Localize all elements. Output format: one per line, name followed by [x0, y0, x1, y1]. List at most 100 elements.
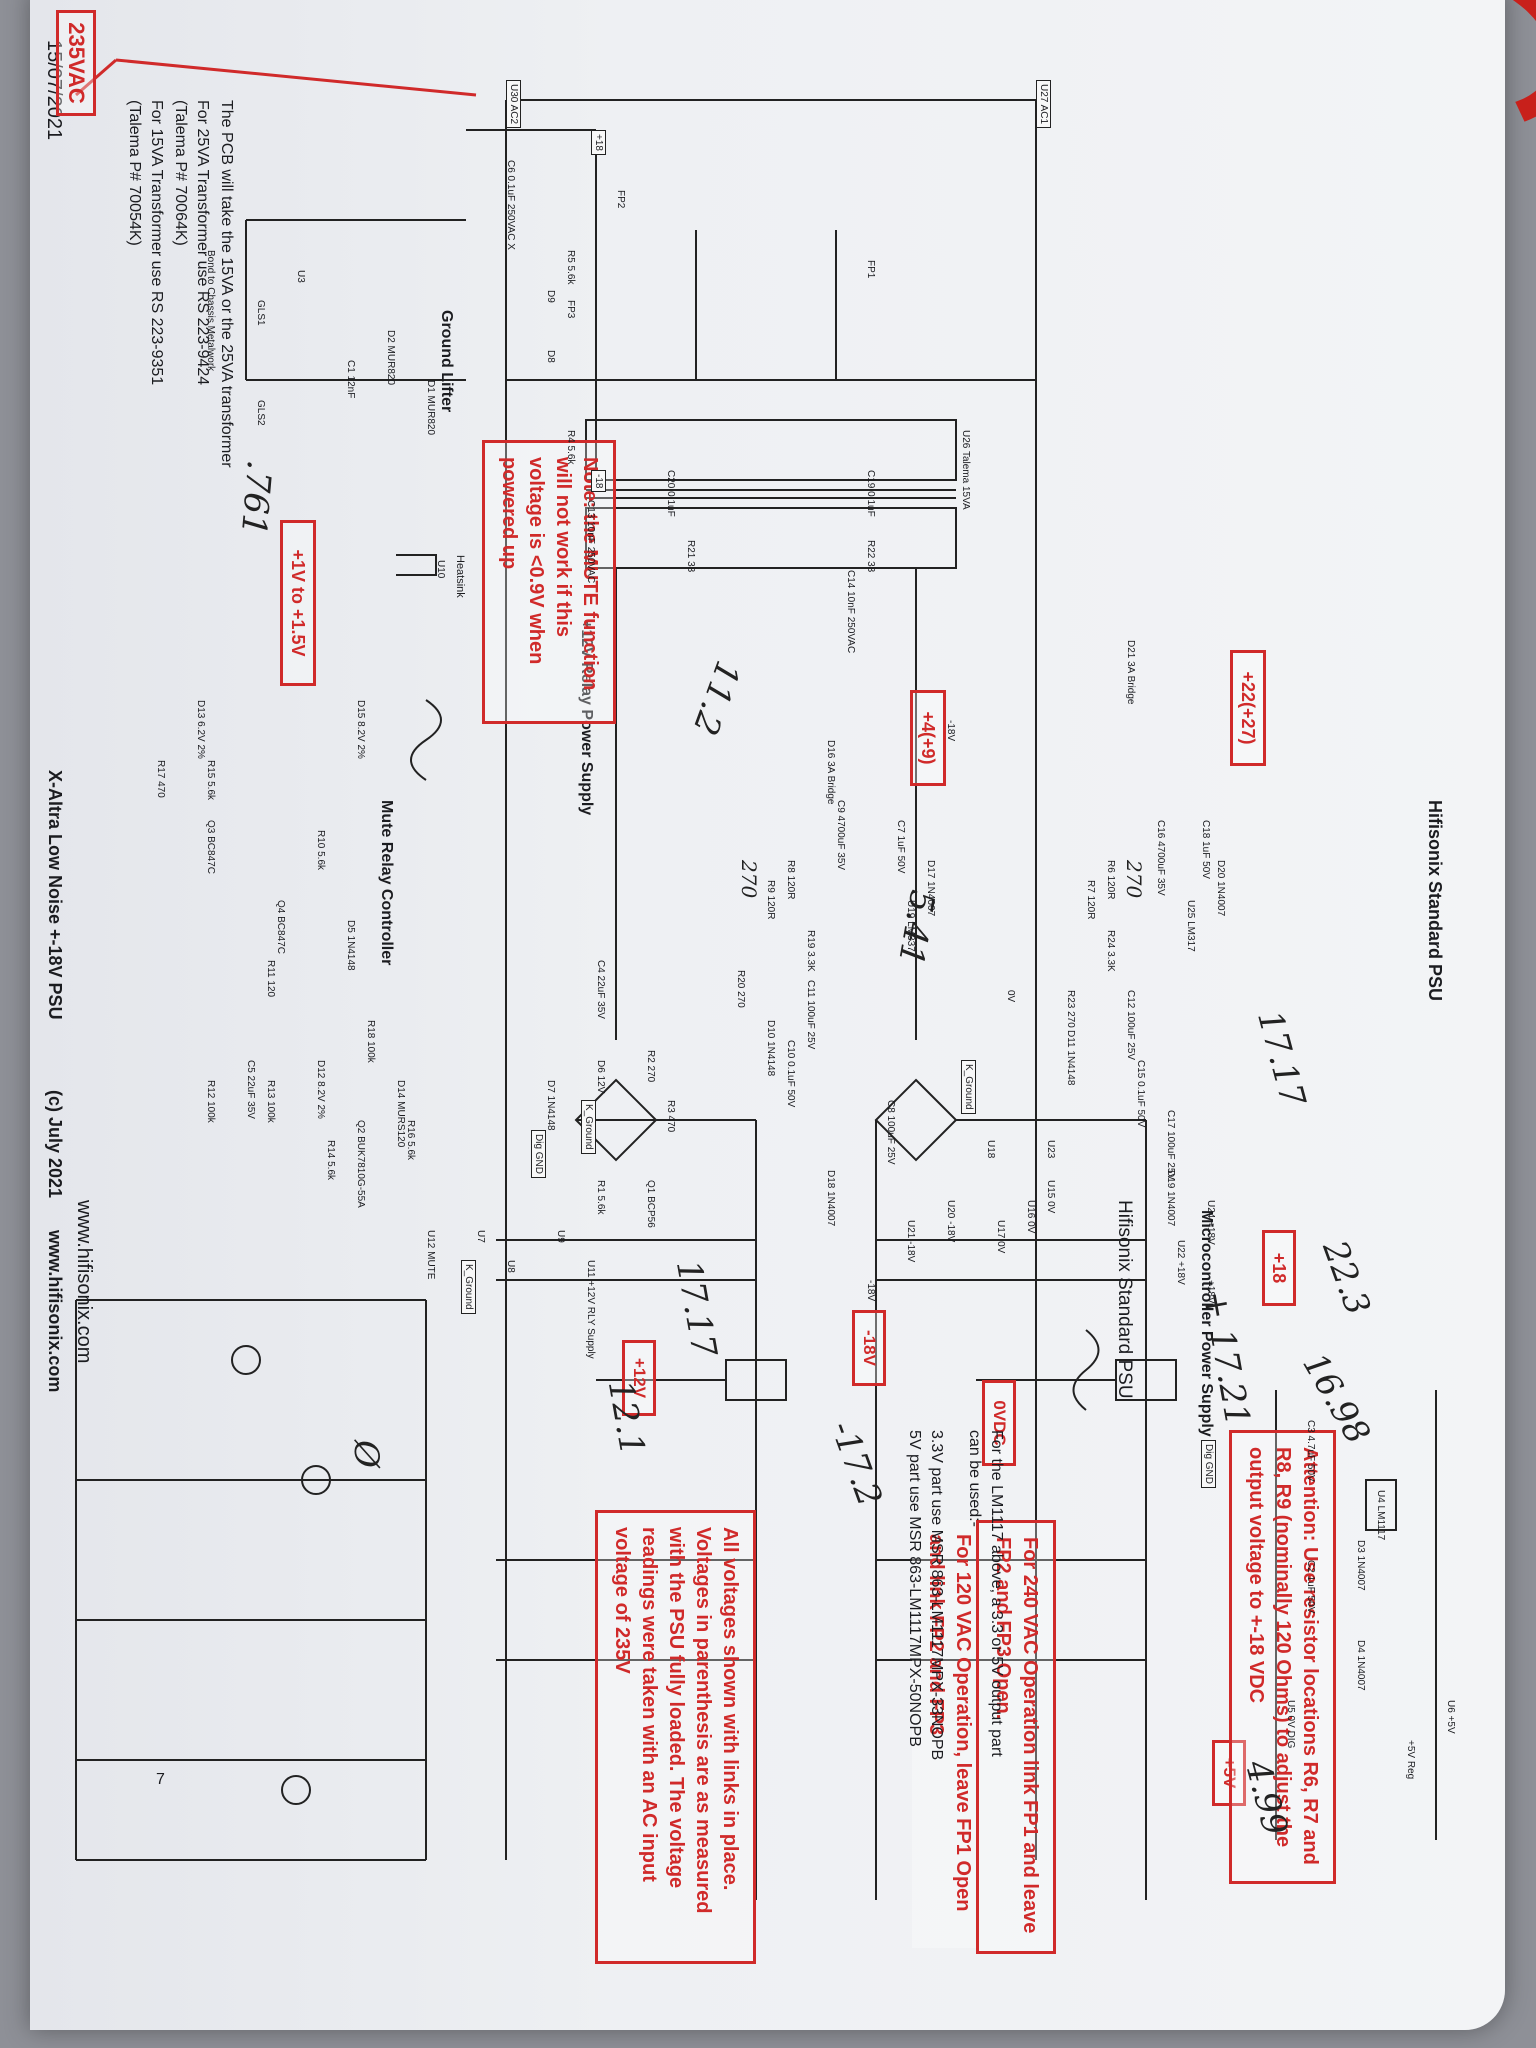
intro-note: For 15VA Transformer use RS 223-9351 [148, 100, 165, 386]
component-label: C6 0.1uF 250VAC X [505, 160, 516, 250]
component-label: C7 1uF 50V [895, 820, 906, 874]
page-number: 7 [156, 1771, 165, 1788]
output-negative-label: -18V [852, 1310, 886, 1386]
component-label: U20 -18V [945, 1200, 956, 1243]
component-label: -18V [865, 1280, 876, 1302]
component-label: R12 100k [205, 1080, 216, 1123]
bridge-rectifier-top [874, 1078, 958, 1162]
component-label: D20 1N4007 [1215, 860, 1226, 917]
transformer-primary [585, 419, 957, 481]
component-label: C11 100uF 25V [805, 980, 816, 1050]
component-label: Q1 BCP56 [645, 1180, 656, 1228]
dig-gnd-label: Dig GND [1201, 1440, 1216, 1489]
component-label: U18 [985, 1140, 996, 1159]
handwritten-reading: .761 [232, 458, 280, 538]
component-label: U7 [475, 1230, 486, 1243]
component-label: D5 1N4148 [345, 920, 356, 971]
component-label: Q3 BC847C [205, 820, 216, 874]
component-label: R22 33 [865, 540, 876, 573]
rail-plus18: +18 [591, 130, 606, 155]
voltages-callout: All voltages shown with links in place. … [595, 1510, 756, 1964]
handwritten-reading: Ø [346, 1440, 386, 1468]
regulator-lm1117 [1365, 1479, 1397, 1531]
footer-product: X-Altra Low Noise +-18V PSU [45, 770, 65, 1020]
component-label: D11 1N4148 [1065, 1030, 1076, 1086]
component-label: U9 [555, 1230, 566, 1243]
mosfet-q2 [281, 1775, 311, 1805]
intro-note: (Talema P# 70054K) [126, 100, 143, 246]
component-label: C9 4700uF 35V [835, 800, 846, 871]
transistor-q3 [231, 1345, 261, 1375]
component-label: C18 1uF 50V [1200, 820, 1211, 879]
component-label: D10 1N4148 [765, 1020, 776, 1077]
component-label: D12 8.2V 2% [315, 1060, 326, 1119]
center-url: www.hifisonix.com [73, 1200, 95, 1364]
component-label: D4 1N4007 [1355, 1640, 1366, 1691]
output-positive-label: +18 [1262, 1230, 1296, 1306]
component-label: D21 3A Bridge [1125, 640, 1136, 705]
component-label: D7 1N4148 [545, 1080, 556, 1131]
component-label: U11 +12V RLY Supply [585, 1260, 596, 1359]
bond-chassis-label: Bond to Chassis Metalwork [205, 250, 216, 372]
component-label: R9 120R [765, 880, 776, 920]
pre-reg-mid-label: +4(+9) [910, 690, 946, 786]
component-label: D2 MUR820 [385, 330, 396, 386]
lm1117-note: can be used:- [966, 1430, 983, 1527]
component-label: R2 270 [645, 1050, 656, 1083]
component-label: D8 [545, 350, 556, 363]
connector-u27: U27 AC1 [1036, 80, 1051, 129]
sheet-title: Hifisonix Standard PSU [1114, 1200, 1135, 1399]
dig-gnd-label: Dig GND [531, 1130, 546, 1179]
component-label: R23 270 [1065, 990, 1076, 1028]
component-label: D14 MURS120 [395, 1080, 406, 1148]
k-ground-label: K_Ground [961, 1060, 976, 1114]
component-label: R21 33 [685, 540, 696, 573]
component-label: R5 5.6k [565, 250, 576, 285]
k-ground-label: K_Ground [461, 1260, 476, 1314]
scribble [1072, 1329, 1100, 1411]
intro-note: The PCB will take the 15VA or the 25VA t… [218, 100, 235, 468]
footer-url: www.hifisonix.com [45, 1230, 65, 1393]
heatsink-label: Heatsink [454, 555, 466, 598]
component-label: C16 4700uF 35V [1155, 820, 1166, 896]
component-label: D15 8.2V 2% [355, 700, 366, 759]
mute-range-label: +1V to +1.5V [280, 520, 316, 686]
component-label: D13 6.2V 2% [195, 700, 206, 759]
component-label: 0V [1005, 990, 1016, 1003]
component-label: U16 0V [1025, 1200, 1036, 1234]
component-label: U8 [505, 1260, 516, 1273]
red-arrow [75, 58, 117, 97]
component-label: U24 +18V [1205, 1200, 1216, 1245]
component-label: FP3 [565, 300, 576, 319]
component-label: D19 1N4007 [1165, 1170, 1176, 1227]
component-label: U12 MUTE [425, 1230, 436, 1280]
component-label: C14 10nF 250VAC [845, 570, 856, 654]
paper-sheet [30, 0, 1505, 2030]
heatsink-symbol [396, 554, 437, 576]
component-label: R10 5.6k [315, 830, 326, 871]
component-label: R1 5.6k [595, 1180, 606, 1215]
component-label: R8 120R [785, 860, 796, 900]
component-label: C15 0.1uF 50V [1135, 1060, 1146, 1128]
lm1117-note: 5V part use MSR 863-LM1117MPX-50NOPB [906, 1430, 923, 1747]
component-label: U3 [295, 270, 306, 283]
component-label: R18 100k [365, 1020, 376, 1063]
component-label: D1 MUR820 [425, 380, 436, 436]
component-label: FP1 [865, 260, 876, 279]
component-label: C5 22uF 35V [245, 1060, 256, 1119]
component-label: R7 120R [1085, 880, 1096, 920]
component-label: C10 0.1uF 50V [785, 1040, 796, 1108]
scribble [410, 699, 442, 781]
component-label: C8 100uF 25V [885, 1100, 896, 1165]
component-label: C13 10nF 250VAC [585, 500, 596, 584]
component-label: U26 Talema 15VA [960, 430, 971, 510]
handwritten-reading: 270 [1122, 860, 1146, 899]
component-label: C12 100uF 25V [1125, 990, 1136, 1061]
component-label: R13 100k [265, 1080, 276, 1123]
component-label: Q2 BUK7810G-55A [355, 1120, 366, 1208]
component-label: R6 120R [1105, 860, 1116, 900]
component-label: FP2 [615, 190, 626, 209]
component-label: R3 470 [665, 1100, 676, 1133]
component-label: D3 1N4007 [1355, 1540, 1366, 1591]
component-label: D6 12V [595, 1060, 606, 1094]
